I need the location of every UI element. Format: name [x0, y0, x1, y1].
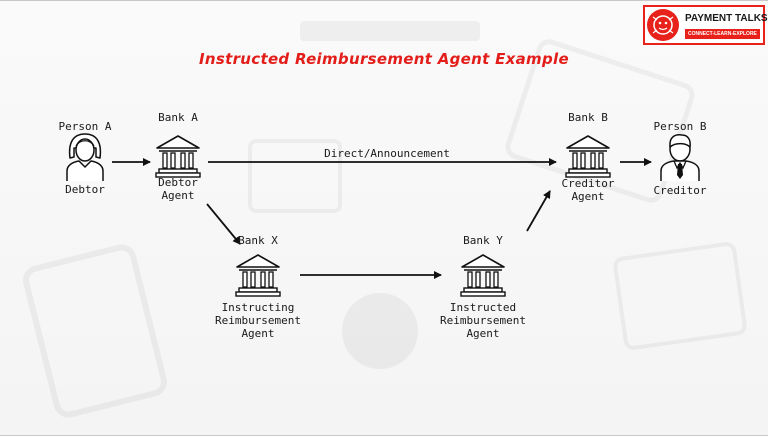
bank-a-role: Debtor Agent	[158, 176, 198, 202]
person-b-name: Person B	[653, 120, 707, 133]
direct-announcement-label: Direct/Announcement	[324, 147, 450, 160]
person-b-role: Creditor	[653, 184, 707, 197]
bank-a-icon	[155, 135, 201, 178]
bank-x-role: Instructing Reimbursement Agent	[214, 301, 302, 340]
bank-y-icon	[460, 254, 506, 297]
person-a-icon	[66, 133, 104, 181]
arrow-bank-a-to-bank-x	[206, 203, 241, 245]
bank-b-icon	[565, 135, 611, 178]
bank-x-name: Bank X	[238, 234, 278, 247]
logo-title: PAYMENT TALKS	[685, 13, 768, 24]
person-a-name: Person A	[58, 120, 112, 133]
bank-b-name: Bank B	[568, 111, 608, 124]
page-title: Instructed Reimbursement Agent Example	[199, 50, 569, 68]
arrow-bank-y-to-bank-b	[526, 190, 551, 232]
bank-x-icon	[235, 254, 281, 297]
bank-b-role: Creditor Agent	[561, 177, 615, 203]
logo-tagline: CONNECT-LEARN-EXPLORE	[685, 29, 760, 39]
logo-emblem-icon	[647, 9, 679, 41]
person-a-role: Debtor	[65, 183, 105, 196]
bank-y-role: Instructed Reimbursement Agent	[439, 301, 527, 340]
bank-a-name: Bank A	[158, 111, 198, 124]
person-b-icon	[660, 134, 700, 181]
bank-y-name: Bank Y	[463, 234, 503, 247]
payment-talks-logo: PAYMENT TALKS CONNECT-LEARN-EXPLORE	[643, 5, 768, 45]
